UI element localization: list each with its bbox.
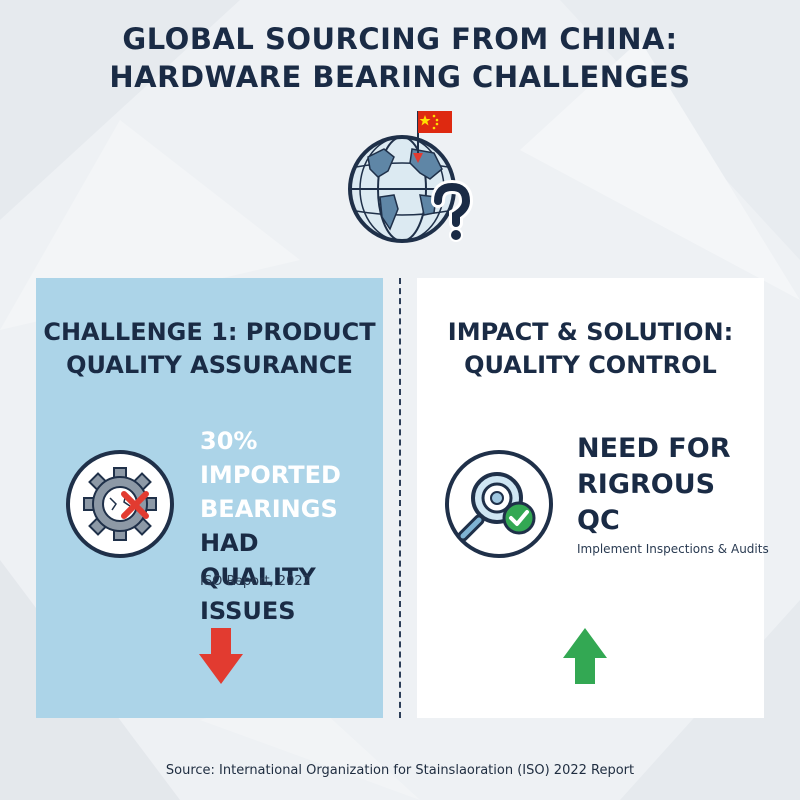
stat-bearings: BEARINGS <box>200 495 338 523</box>
solution-heading-line-2: QUALITY CONTROL <box>464 351 717 379</box>
iso-report-reference: ISO Report, 2022 <box>200 574 311 589</box>
solution-panel: IMPACT & SOLUTION: QUALITY CONTROL NEED … <box>417 278 769 718</box>
need-line-1: NEED FOR <box>577 433 731 464</box>
need-line-2: RIGROUS <box>577 469 716 500</box>
title-line-1: GLOBAL SOURCING FROM CHINA: <box>122 22 678 56</box>
red-x-icon <box>121 491 149 519</box>
stat-imported: IMPORTED <box>200 461 341 489</box>
panel-divider <box>399 278 401 718</box>
challenge-heading: CHALLENGE 1: PRODUCT QUALITY ASSURANCE <box>36 316 383 382</box>
china-flag-icon <box>413 111 452 163</box>
page-title: GLOBAL SOURCING FROM CHINA: HARDWARE BEA… <box>0 20 800 96</box>
stat-had: HAD <box>200 529 259 557</box>
green-checkmark-icon <box>502 501 536 535</box>
need-line-3: QC <box>577 505 620 536</box>
inspection-subtext: Implement Inspections & Audits <box>577 542 769 556</box>
title-line-2: HARDWARE BEARING CHALLENGES <box>109 60 691 94</box>
gear-icon <box>83 467 157 541</box>
broken-gear-bearing-icon <box>66 450 174 558</box>
green-up-arrow-icon <box>563 628 607 684</box>
red-down-arrow-icon <box>199 628 243 684</box>
globe-icon <box>348 111 474 243</box>
challenge-heading-line-2: QUALITY ASSURANCE <box>66 351 353 379</box>
solution-heading-line-1: IMPACT & SOLUTION: <box>447 318 734 346</box>
challenge-panel: CHALLENGE 1: PRODUCT QUALITY ASSURANCE <box>36 278 383 718</box>
stat-quality-issues: QUALITY ISSUES <box>200 563 316 625</box>
need-for-qc-text: NEED FOR RIGROUS QC <box>577 431 757 539</box>
challenge-heading-line-1: CHALLENGE 1: PRODUCT <box>43 318 376 346</box>
question-mark-icon <box>431 179 474 242</box>
source-footer: Source: International Organization for S… <box>165 763 635 778</box>
magnifier-icon <box>457 472 536 542</box>
solution-heading: IMPACT & SOLUTION: QUALITY CONTROL <box>417 316 764 382</box>
magnifier-checkmark-icon <box>445 450 553 558</box>
quality-issue-statistic: 30% IMPORTED BEARINGS HAD QUALITY ISSUES <box>200 424 380 628</box>
stat-percent: 30% <box>200 427 258 455</box>
